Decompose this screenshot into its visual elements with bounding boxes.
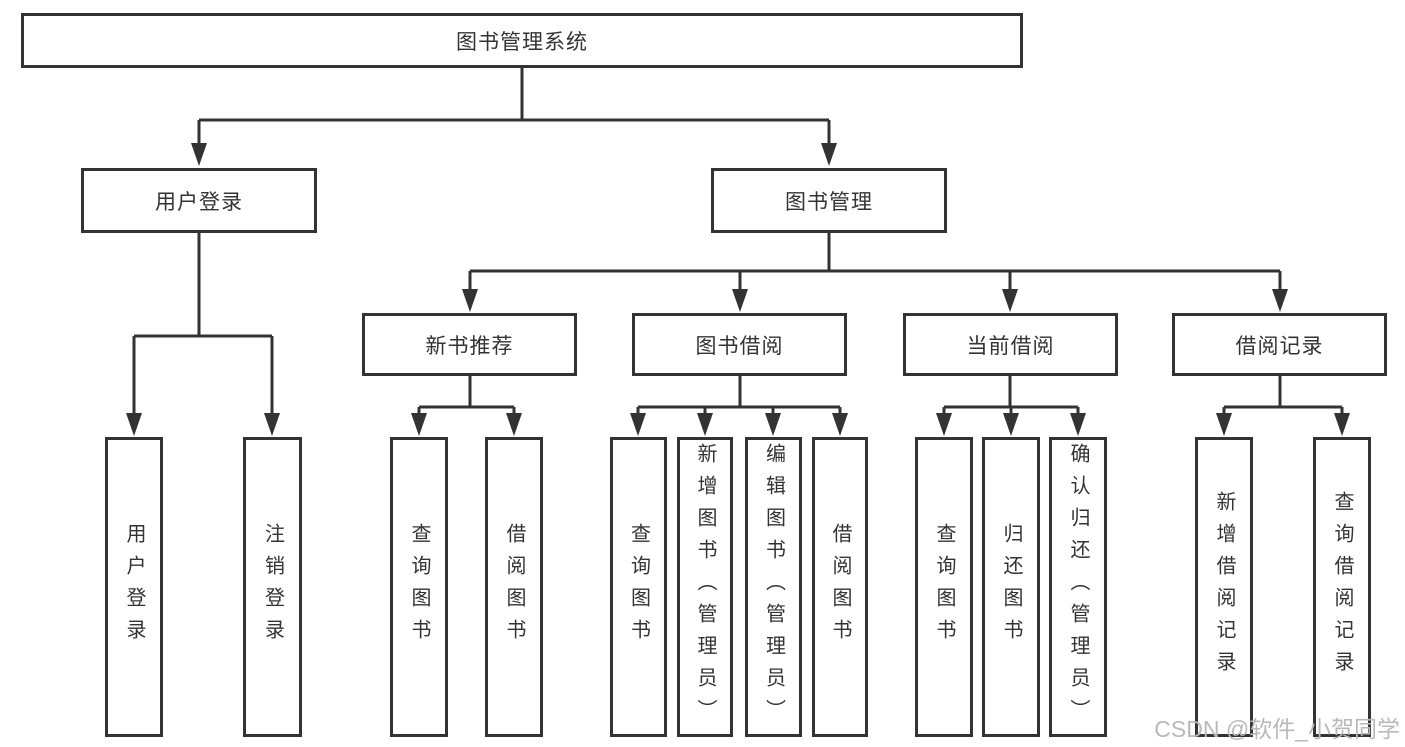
- leaf-borrow-books: 借阅图书: [812, 437, 868, 737]
- arrowhead-icon: [1272, 289, 1288, 312]
- node-root: 图书管理系统: [21, 13, 1023, 68]
- arrowhead-icon: [264, 413, 280, 436]
- arrowhead-icon: [936, 413, 952, 436]
- node-book-borrow-label: 图书借阅: [695, 334, 784, 358]
- arrowhead-icon: [832, 413, 848, 436]
- node-book-borrow: 图书借阅: [632, 313, 847, 376]
- leaf-query-books-recommend-label: 查询图书: [408, 523, 430, 651]
- leaf-borrow-books-recommend: 借阅图书: [485, 437, 543, 737]
- leaf-logout-label: 注销登录: [261, 523, 284, 651]
- leaf-query-borrow-record-label: 查询借阅记录: [1331, 491, 1353, 683]
- leaf-query-books-current: 查询图书: [915, 437, 973, 737]
- arrowhead-icon: [1070, 413, 1086, 436]
- leaf-query-books-current-label: 查询图书: [933, 523, 955, 651]
- leaf-confirm-return-admin-label: 确认归还（管理员）: [1067, 443, 1089, 731]
- arrowhead-icon: [411, 413, 427, 436]
- node-borrow-records-label: 借阅记录: [1235, 334, 1324, 358]
- arrowhead-icon: [821, 143, 837, 166]
- leaf-add-book-admin: 新增图书（管理员）: [677, 437, 733, 737]
- leaf-logout: 注销登录: [243, 437, 302, 737]
- connector-book-management-to-level3: [468, 232, 1282, 292]
- leaf-add-book-admin-label: 新增图书（管理员）: [694, 443, 716, 731]
- node-book-management-label: 图书管理: [785, 190, 873, 214]
- leaf-query-books-borrow: 查询图书: [610, 437, 667, 737]
- connector-root-to-level2: [197, 68, 831, 146]
- connector-borrow-records-to-leaves: [1222, 376, 1344, 416]
- node-new-book-recommend-label: 新书推荐: [425, 334, 514, 358]
- connector-lines: [132, 68, 1344, 416]
- arrowhead-icon: [732, 289, 748, 312]
- arrowhead-icon: [1334, 413, 1350, 436]
- node-current-borrow-label: 当前借阅: [966, 334, 1055, 358]
- arrowhead-icon: [126, 413, 142, 436]
- arrowhead-icon: [506, 413, 522, 436]
- leaf-add-borrow-record: 新增借阅记录: [1195, 437, 1253, 737]
- node-book-management: 图书管理: [711, 168, 947, 233]
- connector-book-borrow-to-leaves: [636, 376, 842, 416]
- arrowhead-icon: [1002, 289, 1018, 312]
- leaf-query-borrow-record: 查询借阅记录: [1313, 437, 1371, 737]
- arrowhead-icon: [1003, 413, 1019, 436]
- leaf-add-borrow-record-label: 新增借阅记录: [1213, 491, 1235, 683]
- leaf-query-books-borrow-label: 查询图书: [627, 523, 650, 651]
- connector-new-book-recommend-to-leaves: [417, 376, 516, 416]
- leaf-borrow-books-recommend-label: 借阅图书: [503, 523, 525, 651]
- arrowhead-icon: [697, 413, 713, 436]
- leaf-user-login-label: 用户登录: [123, 523, 145, 651]
- leaf-query-books-recommend: 查询图书: [390, 437, 448, 737]
- connector-current-borrow-to-leaves: [942, 376, 1080, 416]
- leaf-borrow-books-label: 借阅图书: [829, 523, 851, 651]
- leaf-user-login: 用户登录: [105, 437, 163, 737]
- node-new-book-recommend: 新书推荐: [362, 313, 577, 376]
- arrowhead-icon: [765, 413, 781, 436]
- connector-user-login-to-leaves: [132, 233, 274, 416]
- leaf-return-books-label: 归还图书: [1000, 523, 1022, 651]
- leaf-return-books: 归还图书: [982, 437, 1040, 737]
- arrowhead-icon: [462, 289, 478, 312]
- leaf-edit-book-admin: 编辑图书（管理员）: [745, 437, 802, 737]
- node-root-label: 图书管理系统: [456, 30, 588, 54]
- connector-arrowheads: [126, 143, 1350, 436]
- arrowhead-icon: [630, 413, 646, 436]
- leaf-confirm-return-admin: 确认归还（管理员）: [1049, 437, 1107, 737]
- node-current-borrow: 当前借阅: [903, 313, 1118, 376]
- node-borrow-records: 借阅记录: [1172, 313, 1387, 376]
- node-user-login-label: 用户登录: [155, 190, 243, 214]
- arrowhead-icon: [1216, 413, 1232, 436]
- node-user-login: 用户登录: [81, 168, 317, 233]
- arrowhead-icon: [191, 143, 207, 166]
- leaf-edit-book-admin-label: 编辑图书（管理员）: [762, 443, 785, 731]
